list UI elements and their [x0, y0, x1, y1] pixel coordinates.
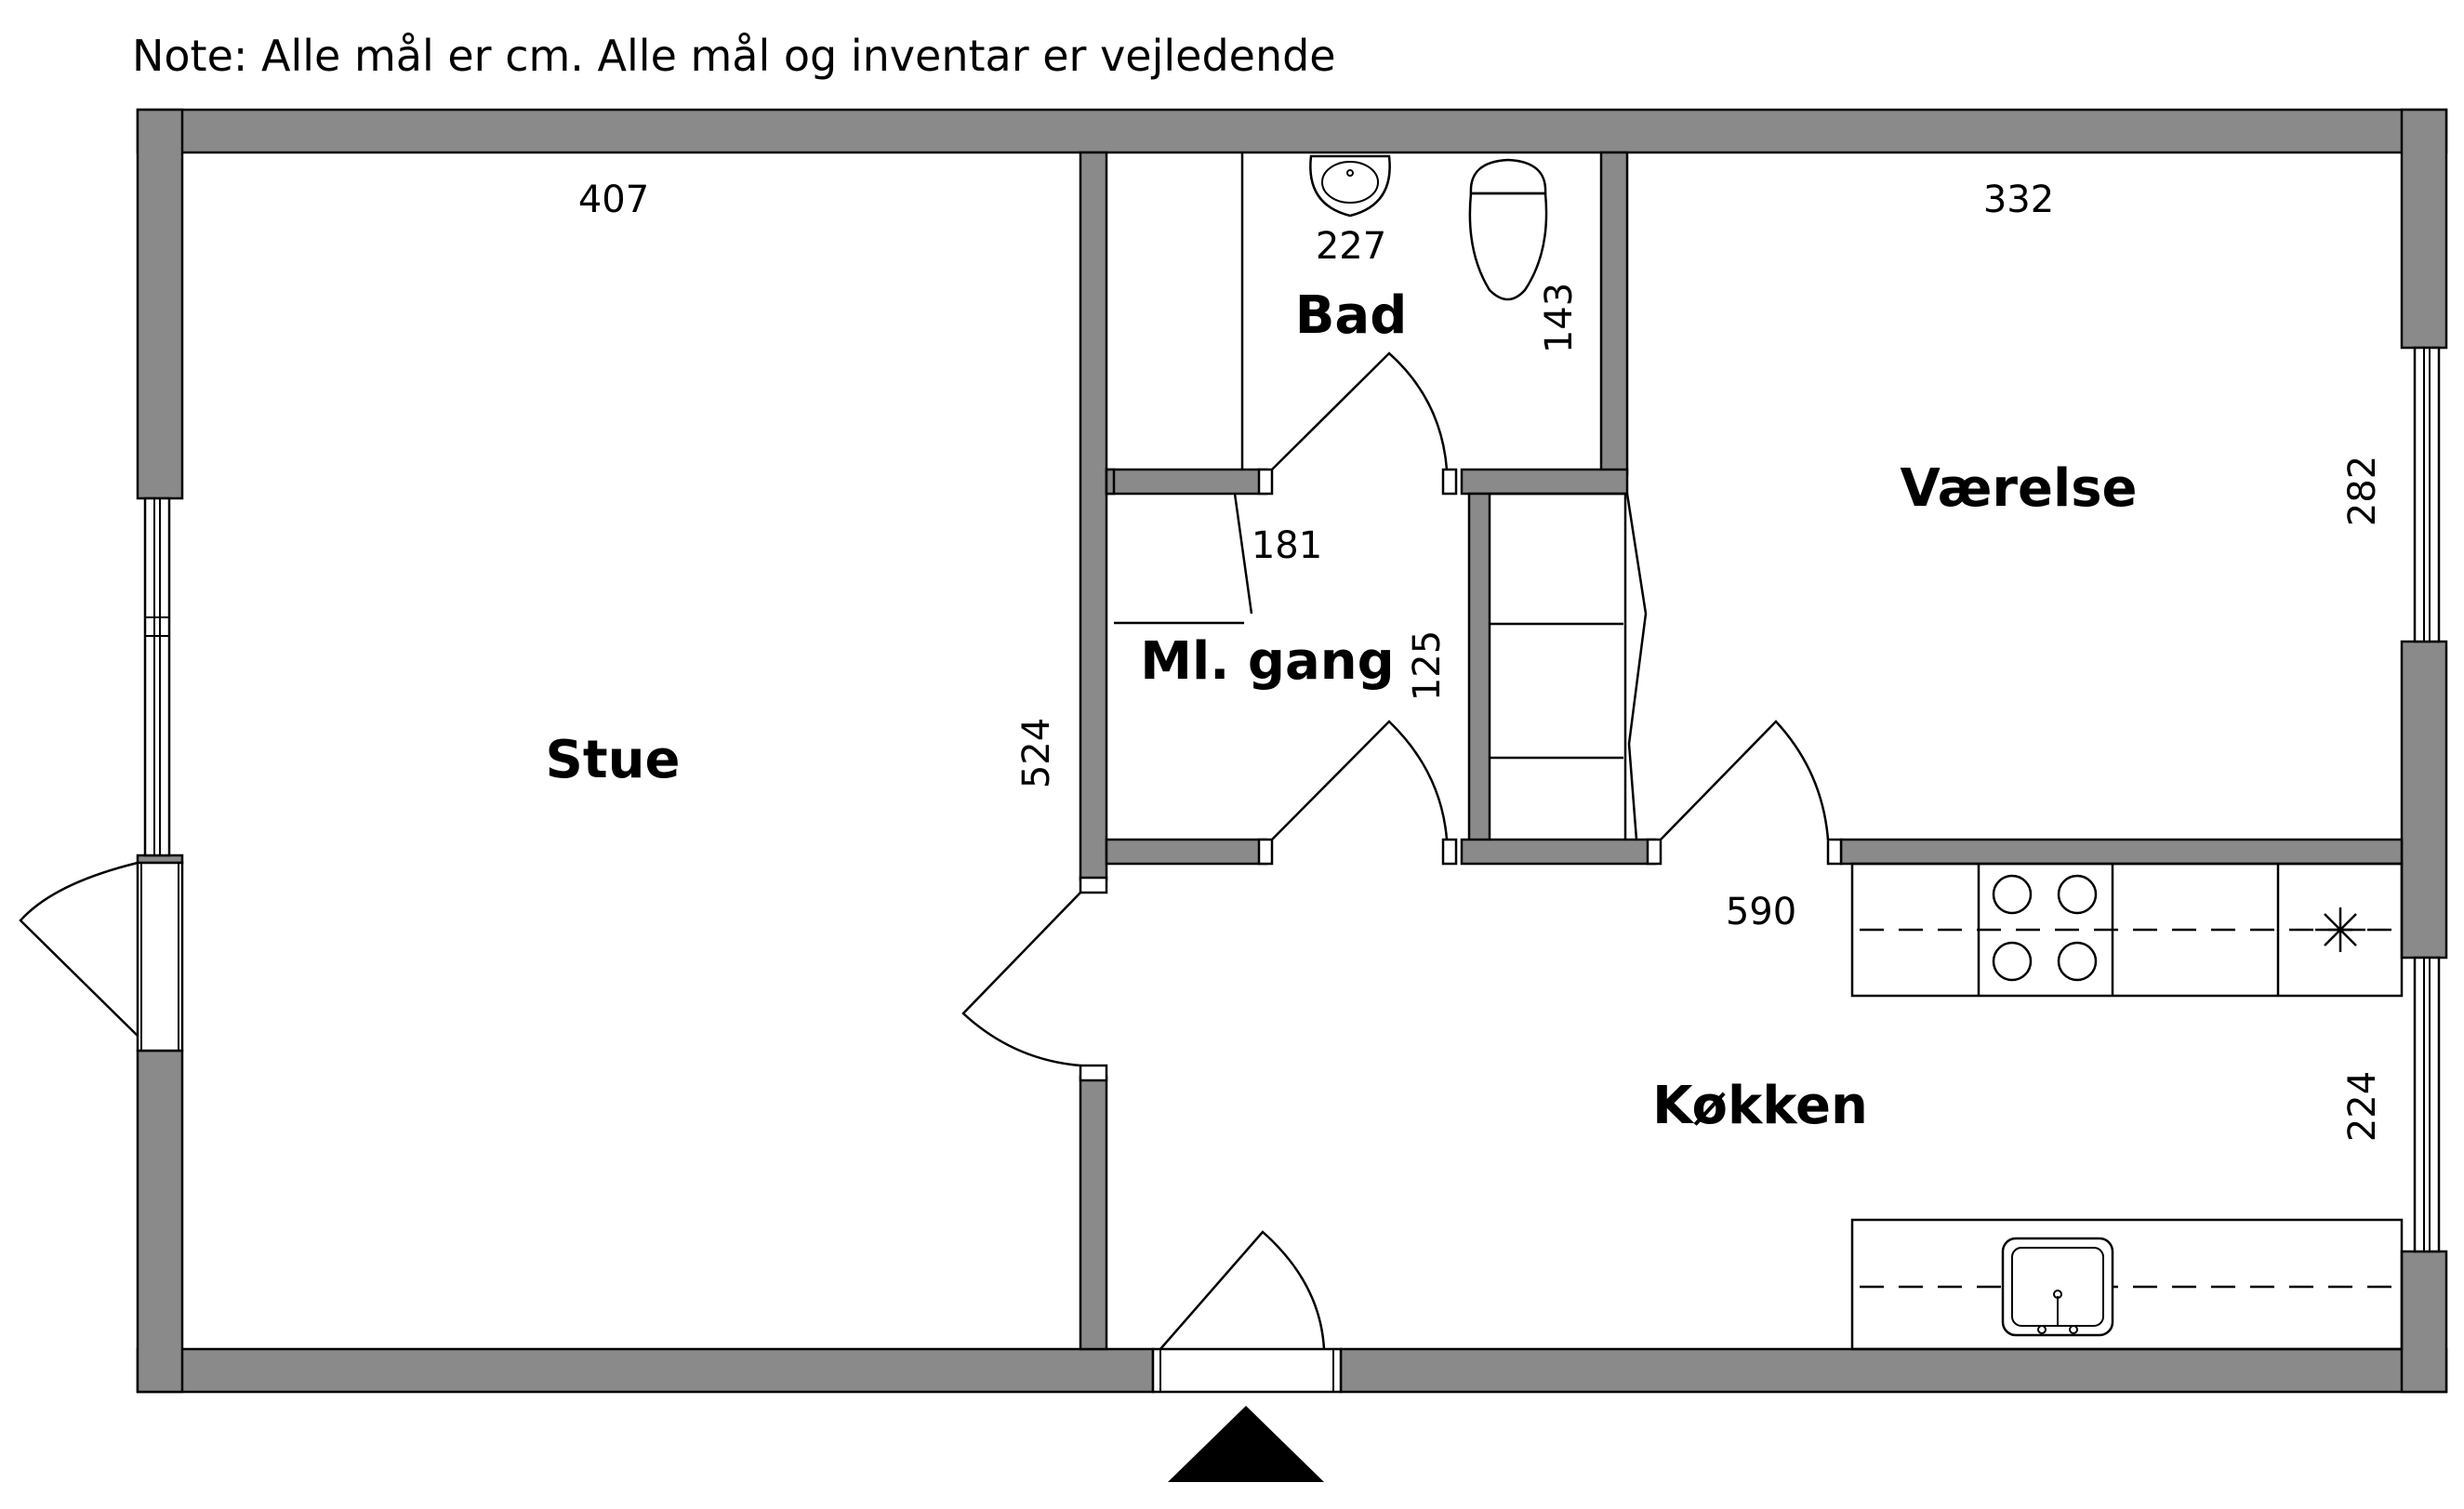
interior-doors: [961, 351, 1830, 1067]
stove-icon: [1992, 874, 2098, 982]
interior-walls: [1079, 151, 2404, 1351]
dim-gang-depth: 125: [1406, 630, 1449, 701]
room-label-gang: Ml. gang: [1140, 631, 1395, 692]
toilet-icon: [1468, 158, 1548, 301]
entry-arrow-icon: [1168, 1406, 1324, 1482]
dim-koekken-depth: 224: [2341, 1071, 2384, 1142]
dim-stue-width: 407: [578, 179, 649, 221]
kitchen-counter-bottom: [1850, 1218, 2404, 1351]
dim-vaerelse-depth: 282: [2341, 456, 2384, 526]
kitchen-sink-icon: [2001, 1237, 2114, 1337]
room-label-stue: Stue: [546, 730, 681, 790]
entry-door: [1151, 1230, 1343, 1394]
room-label-vaerelse: Værelse: [1900, 458, 2137, 519]
room-label-bad: Bad: [1295, 285, 1408, 346]
room-label-koekken: Køkken: [1652, 1076, 1868, 1136]
wardrobe-shelves: [1490, 492, 1627, 840]
dim-stue-depth: 524: [1015, 718, 1058, 788]
dim-bad-width: 227: [1316, 225, 1386, 268]
kitchen-counter-top: [1850, 862, 2404, 998]
dim-bad-depth: 143: [1538, 283, 1581, 353]
dim-vaerelse-width: 332: [1983, 179, 2054, 221]
bad-closet: [1114, 152, 1244, 625]
dim-koekken-width: 590: [1726, 891, 1796, 933]
sink-bathroom-icon: [1309, 154, 1391, 218]
exterior-walls: [136, 108, 2448, 1394]
balcony-door: [19, 861, 184, 1052]
door-jambs: [1079, 468, 1843, 1082]
note-text: Note: Alle mål er cm. Alle mål og invent…: [132, 31, 1336, 81]
ventilation-icon: [2315, 907, 2365, 952]
dim-gang-width: 181: [1252, 524, 1322, 567]
windows: [143, 346, 2441, 1253]
